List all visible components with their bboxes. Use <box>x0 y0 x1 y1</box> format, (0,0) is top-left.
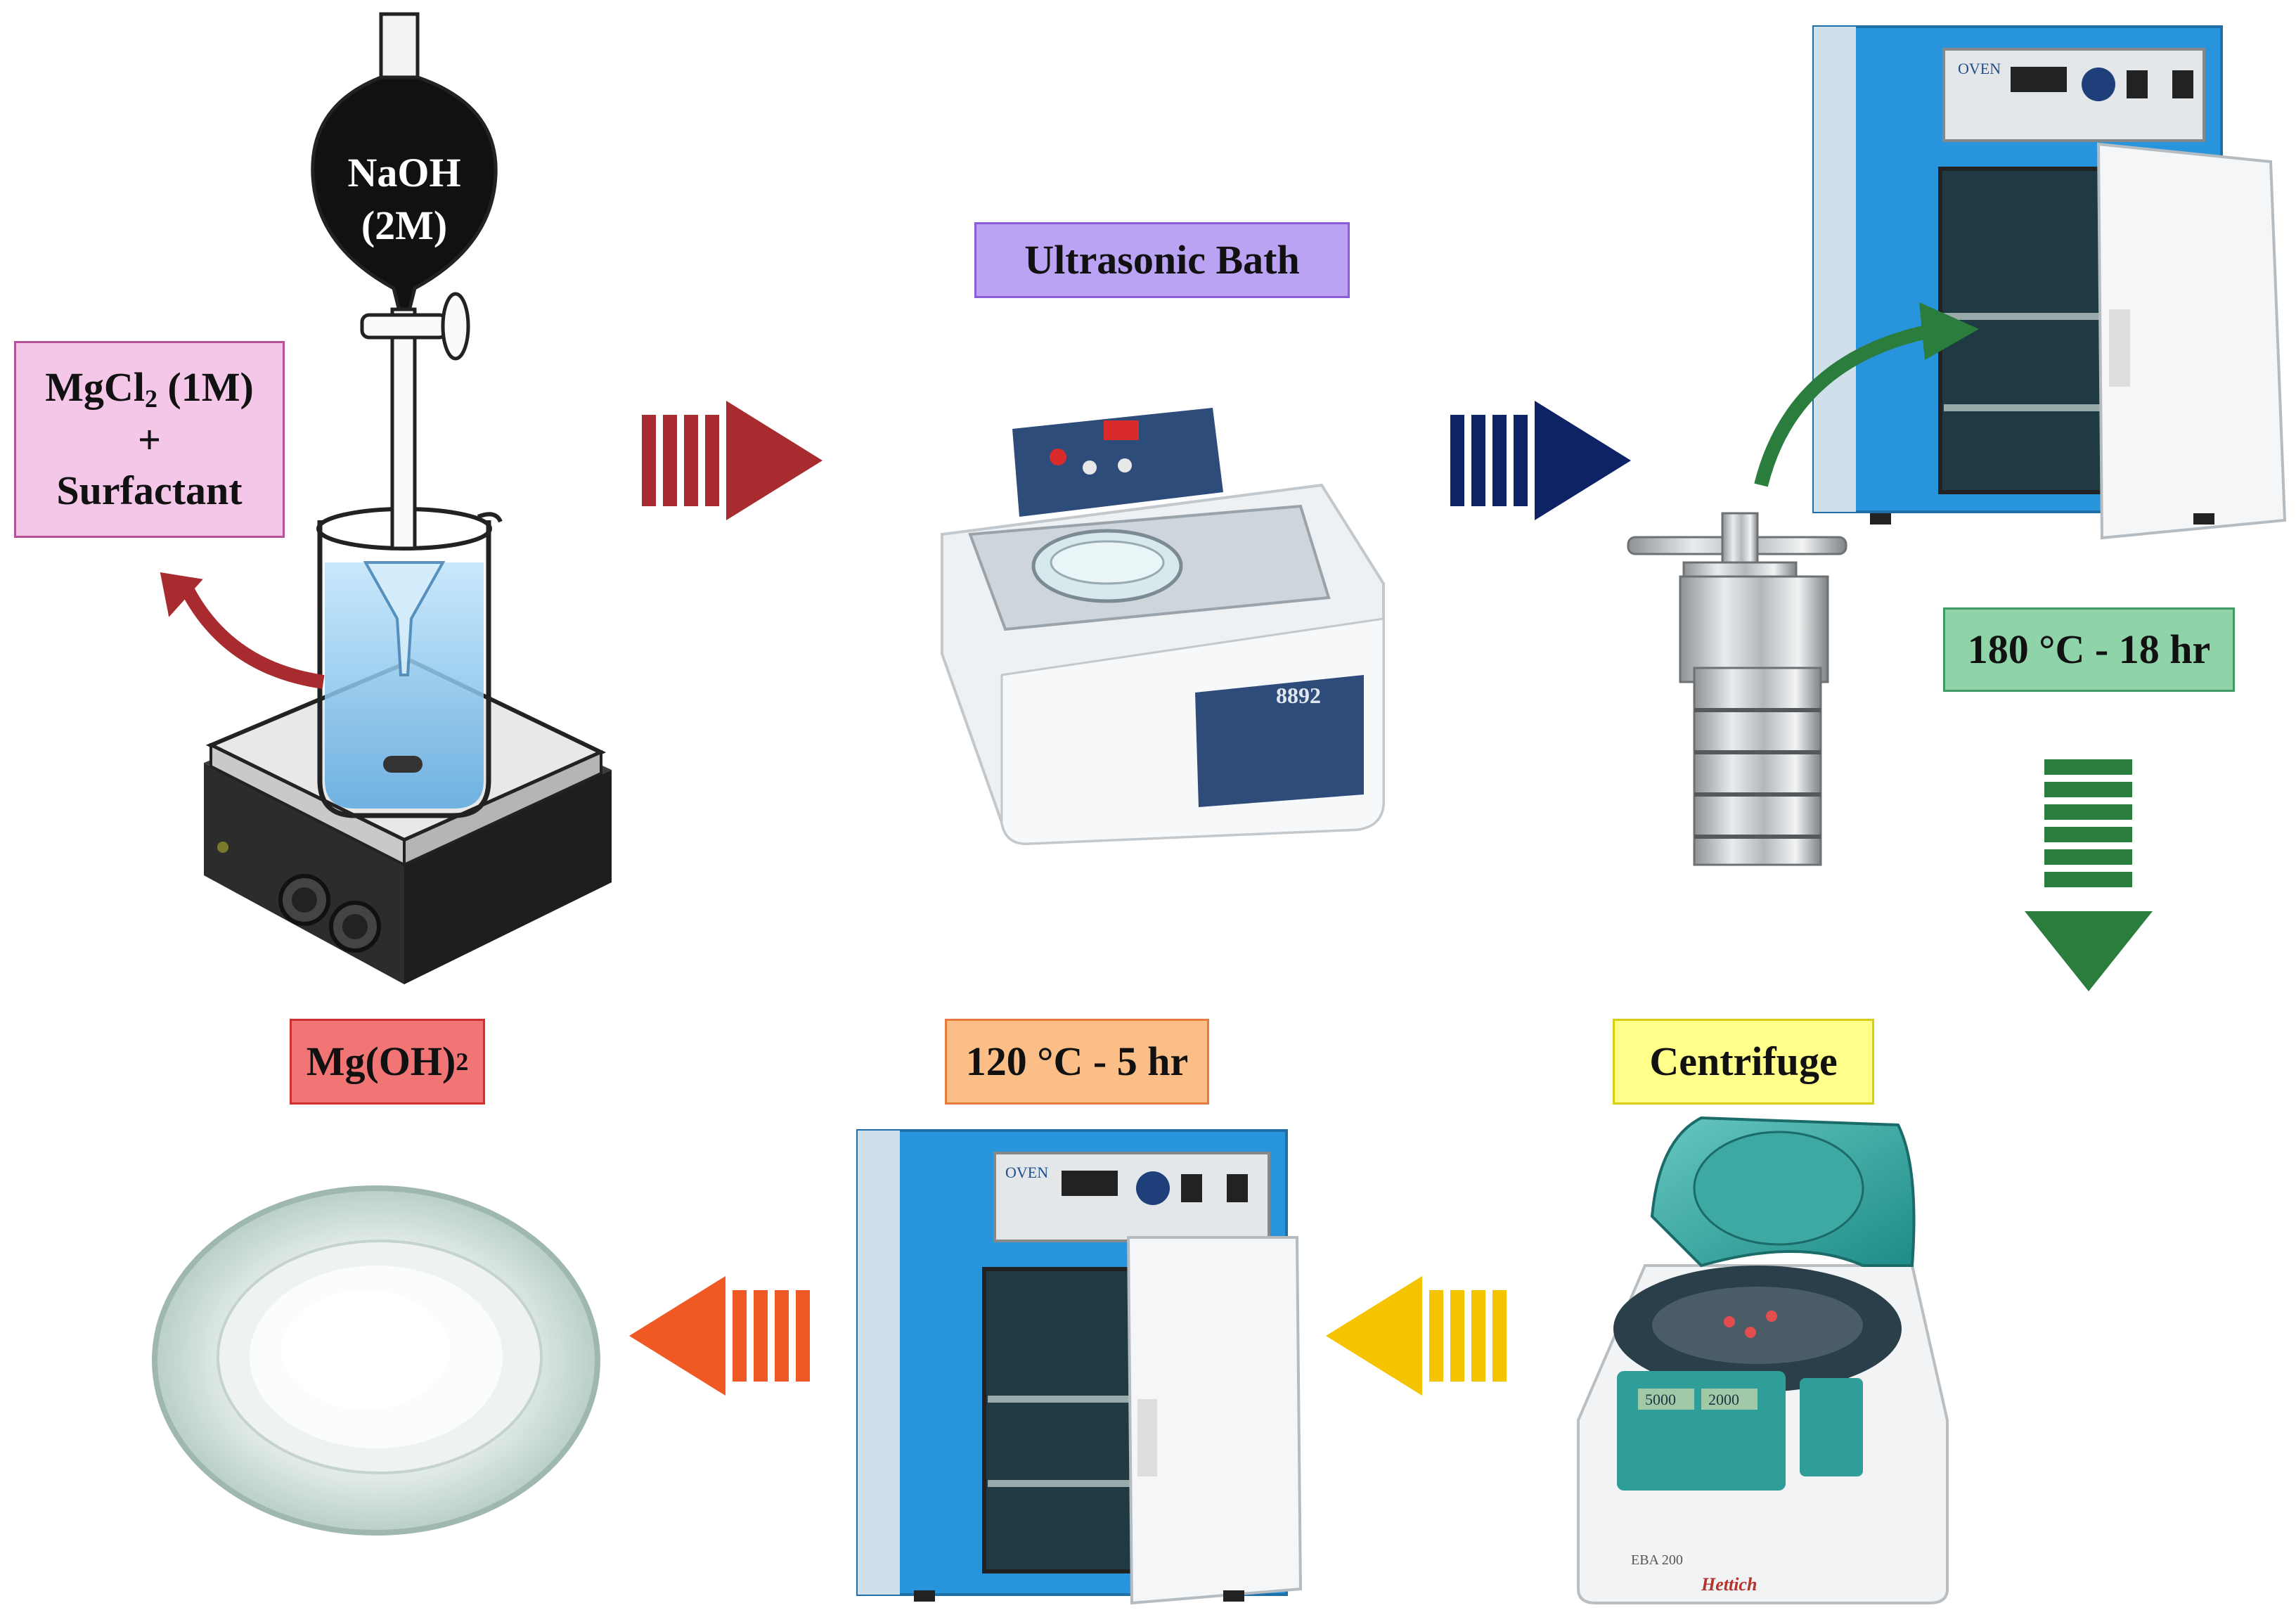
mgcl-concentration: (1M) <box>157 364 254 411</box>
flow-arrow-1 <box>642 401 823 520</box>
flow-arrow-4 <box>1326 1276 1507 1396</box>
watch-glass-icon <box>152 1185 600 1536</box>
ultrasonic-model-text: 8892 <box>1276 683 1321 708</box>
flow-arrow-5 <box>629 1276 810 1396</box>
beaker-icon <box>316 507 503 818</box>
mgcl-subscript: 2 <box>144 385 157 413</box>
reactants-label: MgCl2 (1M) + Surfactant <box>14 341 285 538</box>
reactants-line-1: MgCl2 (1M) <box>45 362 254 415</box>
product-subscript: 2 <box>456 1047 469 1076</box>
ultrasonic-bath-label: Ultrasonic Bath <box>974 222 1350 298</box>
oven-brand-text-2: OVEN <box>1005 1164 1048 1181</box>
surfactant-text: Surfactant <box>56 468 243 514</box>
hydrothermal-condition-label: 180 °C - 18 hr <box>1943 607 2235 692</box>
drying-oven-icon: OVEN <box>1812 25 2287 540</box>
product-label: Mg(OH)2 <box>290 1019 485 1105</box>
drying-oven-icon-2: OVEN <box>856 1129 1303 1605</box>
oven-loading-curved-arrow <box>1754 302 1979 487</box>
addition-curved-arrow <box>160 572 325 689</box>
centrifuge-icon: 5000 2000 EBA 200 Hettich <box>1577 1116 1949 1604</box>
centrifuge-model-text: EBA 200 <box>1631 1552 1683 1568</box>
product-formula: Mg(OH) <box>306 1038 456 1084</box>
hydrothermal-autoclave-icon <box>1627 512 1847 866</box>
flow-arrow-3 <box>2025 759 2153 991</box>
centrifuge-display-speed: 5000 <box>1645 1391 1676 1408</box>
centrifuge-display-time: 2000 <box>1708 1391 1739 1408</box>
ultrasonic-bath-icon: 8892 <box>941 408 1385 846</box>
naoh-label: NaOH <box>347 150 460 195</box>
plus-sign: + <box>137 416 162 463</box>
separatory-funnel-icon: NaOH (2M) <box>311 12 498 551</box>
drying-condition-label: 120 °C - 5 hr <box>945 1019 1209 1105</box>
flow-arrow-2 <box>1450 401 1631 520</box>
mgcl-text: MgCl <box>45 364 145 411</box>
centrifuge-brand-text: Hettich <box>1701 1574 1757 1595</box>
oven-brand-text: OVEN <box>1958 60 2001 77</box>
naoh-concentration-label: (2M) <box>361 202 447 248</box>
centrifuge-label: Centrifuge <box>1613 1019 1874 1105</box>
